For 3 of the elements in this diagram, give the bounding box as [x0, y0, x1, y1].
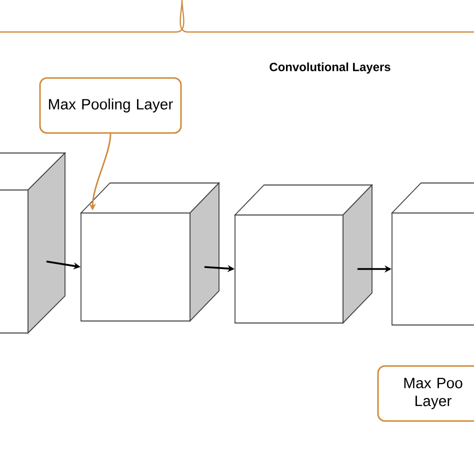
callout-box: Max Pooling Layer	[39, 77, 182, 134]
callout-box: Max Poo Layer	[377, 365, 474, 422]
section-title: Convolutional Layers	[270, 62, 390, 74]
